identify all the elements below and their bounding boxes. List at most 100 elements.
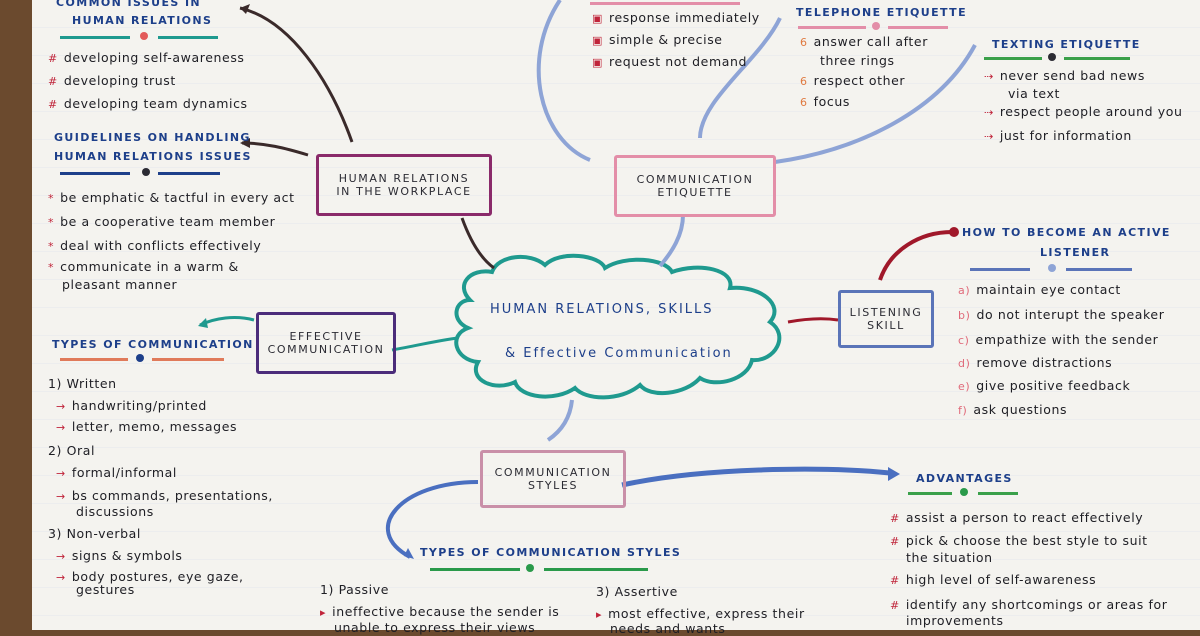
list-item: ▣response immediately — [592, 10, 760, 25]
box-label: ETIQUETTE — [657, 186, 733, 199]
advantages-title: ADVANTAGES — [916, 472, 1013, 485]
list-item-continued: gestures — [76, 582, 135, 597]
list-item: #assist a person to react effectively — [890, 510, 1144, 525]
box-label: COMMUNICATION — [267, 343, 385, 356]
box-label: LISTENING — [849, 306, 923, 319]
underline — [1064, 57, 1130, 60]
list-item: #developing self-awareness — [48, 50, 245, 65]
active-listener-title: LISTENER — [1040, 246, 1111, 259]
underline — [544, 568, 648, 571]
active-listener-title: HOW TO BECOME AN ACTIVE — [962, 226, 1171, 239]
list-item-continued: improvements — [906, 613, 1004, 628]
texting-title: TEXTING ETIQUETTE — [992, 38, 1141, 51]
list-item-continued: via text — [1008, 86, 1060, 101]
list-item: ⇢just for information — [984, 128, 1132, 143]
list-item: →handwriting/printed — [56, 398, 207, 413]
underline — [158, 172, 220, 175]
list-item: #developing trust — [48, 73, 176, 88]
box-effective-communication: EFFECTIVE COMMUNICATION — [256, 312, 396, 374]
list-item: e)give positive feedback — [958, 378, 1131, 393]
types-communication-title: TYPES OF COMMUNICATION — [52, 338, 254, 351]
list-item: *be a cooperative team member — [48, 214, 276, 229]
section-heading: 2) Oral — [48, 443, 96, 458]
list-item-continued: needs and wants — [610, 621, 726, 636]
list-item: ▸ineffective because the sender is — [320, 604, 560, 619]
list-item: →signs & symbols — [56, 548, 183, 563]
common-issues-title: COMMON ISSUES IN — [56, 0, 202, 9]
underline — [1066, 268, 1132, 271]
list-item: #pick & choose the best style to suit — [890, 533, 1148, 548]
center-cloud-shape — [454, 253, 782, 400]
list-item: ⇢respect people around you — [984, 104, 1183, 119]
types-styles-title: TYPES OF COMMUNICATION STYLES — [420, 546, 682, 559]
list-item: c)empathize with the sender — [958, 332, 1159, 347]
underline — [798, 26, 866, 29]
underline-dot — [140, 32, 148, 40]
underline — [984, 57, 1042, 60]
box-label: COMMUNICATION — [636, 173, 754, 186]
list-item: *communicate in a warm & — [48, 259, 239, 274]
paper-sheet — [32, 0, 1200, 630]
underline — [60, 172, 130, 175]
list-item-continued: pleasant manner — [62, 277, 178, 292]
list-item: →letter, memo, messages — [56, 419, 238, 434]
underline — [60, 358, 128, 361]
underline — [970, 268, 1030, 271]
section-heading: 3) Assertive — [596, 584, 678, 599]
underline — [908, 492, 952, 495]
underline — [590, 2, 740, 5]
list-item: *be emphatic & tactful in every act — [48, 190, 295, 205]
guidelines-title: HUMAN RELATIONS ISSUES — [54, 150, 252, 163]
list-item: ▣request not demand — [592, 54, 748, 69]
underline-dot — [1048, 53, 1056, 61]
list-item: →formal/informal — [56, 465, 177, 480]
box-label: HUMAN RELATIONS — [338, 172, 470, 185]
box-label: IN THE WORKPLACE — [336, 185, 472, 198]
guidelines-title: GUIDELINES ON HANDLING — [54, 131, 251, 144]
list-item: a)maintain eye contact — [958, 282, 1121, 297]
list-item-continued: discussions — [76, 504, 154, 519]
list-item: d)remove distractions — [958, 355, 1113, 370]
box-label: SKILL — [867, 319, 905, 332]
underline-dot — [1048, 264, 1056, 272]
box-listening-skill: LISTENING SKILL — [838, 290, 934, 348]
section-heading: 1) Passive — [320, 582, 390, 597]
list-item: f)ask questions — [958, 402, 1068, 417]
list-item-continued: the situation — [906, 550, 993, 565]
underline — [978, 492, 1018, 495]
underline-dot — [960, 488, 968, 496]
box-communication-styles: COMMUNICATION STYLES — [480, 450, 626, 508]
box-communication-etiquette: COMMUNICATION ETIQUETTE — [614, 155, 776, 217]
box-label: EFFECTIVE — [289, 330, 363, 343]
section-heading: 3) Non-verbal — [48, 526, 141, 541]
list-item-continued: unable to express their views — [334, 620, 536, 635]
list-item: ▸most effective, express their — [596, 606, 805, 621]
list-item: ▣simple & precise — [592, 32, 723, 47]
list-item: b)do not interupt the speaker — [958, 307, 1165, 322]
list-item: *deal with conflicts effectively — [48, 238, 262, 253]
underline — [158, 36, 218, 39]
underline — [888, 26, 948, 29]
list-item: ⇢never send bad news — [984, 68, 1145, 83]
box-label: COMMUNICATION — [494, 466, 612, 479]
common-issues-title: HUMAN RELATIONS — [72, 14, 213, 27]
underline-dot — [136, 354, 144, 362]
list-item: #identify any shortcomings or areas for — [890, 597, 1168, 612]
underline-dot — [526, 564, 534, 572]
section-heading: 1) Written — [48, 376, 117, 391]
box-human-relations: HUMAN RELATIONS IN THE WORKPLACE — [316, 154, 492, 216]
list-item-continued: three rings — [820, 53, 895, 68]
telephone-title: TELEPHONE ETIQUETTE — [796, 6, 967, 19]
underline — [430, 568, 520, 571]
underline-dot — [142, 168, 150, 176]
list-item: #high level of self-awareness — [890, 572, 1097, 587]
list-item: →body postures, eye gaze, — [56, 569, 244, 584]
list-item: →bs commands, presentations, — [56, 488, 273, 503]
list-item: #developing team dynamics — [48, 96, 248, 111]
underline-dot — [872, 22, 880, 30]
box-label: STYLES — [527, 479, 579, 492]
